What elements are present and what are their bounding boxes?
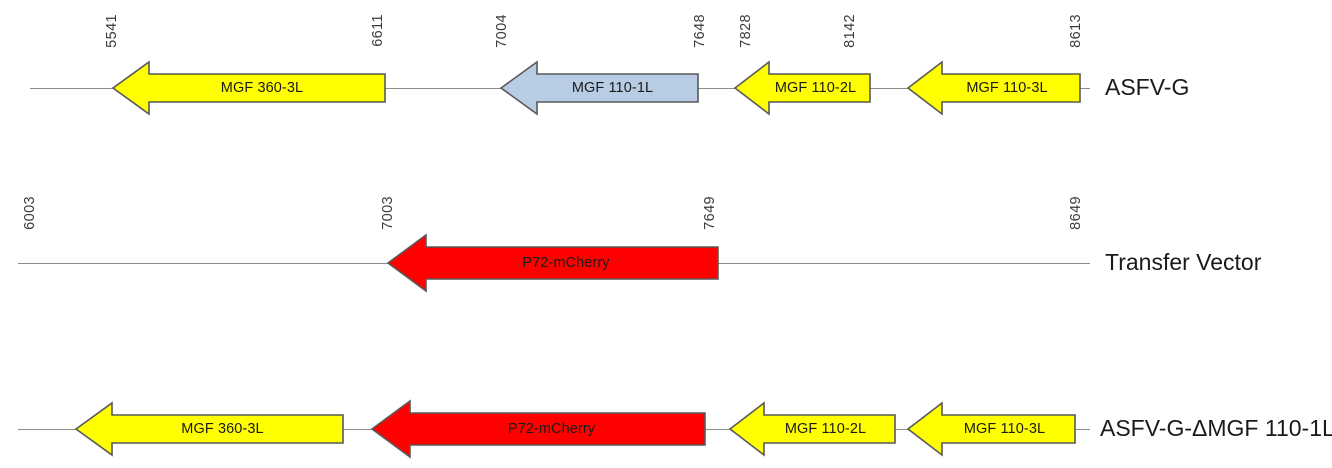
tick-6611: 6611 — [370, 14, 386, 47]
tick-7648: 7648 — [692, 14, 708, 48]
tick-6003: 6003 — [22, 196, 38, 230]
gene-arrow-mgf-360-3l-row3[interactable]: MGF 360-3L — [74, 401, 344, 457]
tick-7828: 7828 — [738, 14, 754, 48]
tick-7649: 7649 — [702, 196, 718, 230]
gene-arrow-mgf-110-1l-row1[interactable]: MGF 110-1L — [499, 60, 699, 116]
tick-8142: 8142 — [842, 14, 858, 48]
gene-arrow-mgf-110-3l-row1[interactable]: MGF 110-3L — [906, 60, 1081, 116]
tick-8649: 8649 — [1068, 196, 1084, 230]
gene-arrow-p72-mcherry-row2[interactable]: P72-mCherry — [386, 233, 719, 293]
tick-5541: 5541 — [104, 14, 120, 48]
tick-7003: 7003 — [380, 196, 396, 230]
row-name-asfv-g-delta: ASFV-G-ΔMGF 110-1L — [1100, 415, 1332, 441]
gene-arrow-p72-mcherry-row3[interactable]: P72-mCherry — [370, 399, 706, 459]
row-name-transfer-vector: Transfer Vector — [1105, 249, 1262, 275]
gene-arrow-mgf-110-3l-row3[interactable]: MGF 110-3L — [906, 401, 1076, 457]
tick-8613: 8613 — [1068, 14, 1084, 48]
gene-arrow-mgf-110-2l-row3[interactable]: MGF 110-2L — [728, 401, 896, 457]
tick-7004: 7004 — [494, 14, 510, 48]
gene-arrow-mgf-360-3l-row1[interactable]: MGF 360-3L — [111, 60, 386, 116]
row-name-asfv-g: ASFV-G — [1105, 74, 1190, 100]
gene-arrow-mgf-110-2l-row1[interactable]: MGF 110-2L — [733, 60, 871, 116]
